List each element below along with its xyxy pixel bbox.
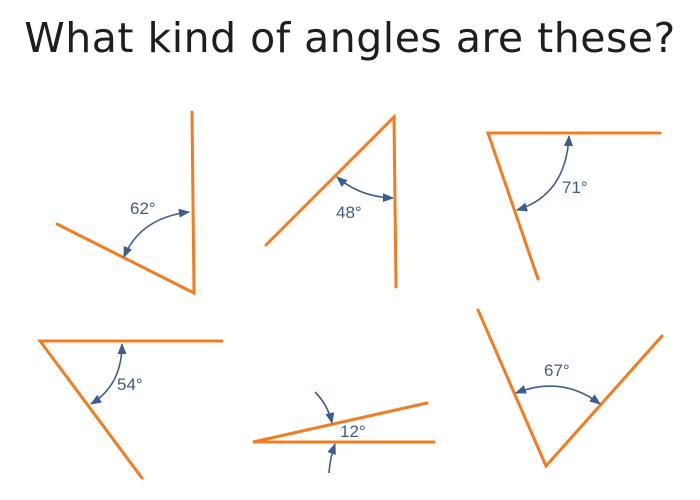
angle-48: 48°: [264, 113, 398, 289]
angle-rays: [485, 131, 662, 281]
angle-arc: [336, 176, 395, 203]
angle-67: 67°: [476, 308, 664, 469]
angle-rays: [264, 113, 398, 289]
angle-rays: [476, 308, 664, 469]
angle-arc: [90, 342, 127, 405]
angle-arc: [514, 385, 601, 405]
page-title: What kind of angles are these?: [24, 14, 676, 62]
angle-arc: [515, 134, 573, 212]
angle-arc-upper: [314, 391, 335, 425]
angle-62: 62°: [55, 110, 196, 296]
angle-54: 54°: [37, 339, 224, 480]
angle-rays: [252, 401, 436, 444]
angle-12: 12°: [252, 391, 436, 474]
angle-arc-lower: [327, 442, 336, 474]
angle-label: 12°: [340, 422, 366, 441]
angle-71: 71°: [485, 131, 662, 281]
angle-label: 62°: [130, 199, 156, 218]
angle-label: 54°: [117, 375, 143, 394]
angle-label: 67°: [544, 361, 570, 380]
angle-rays: [37, 339, 224, 480]
angle-arc: [123, 208, 191, 259]
angle-label: 71°: [562, 178, 588, 197]
angle-rays: [55, 110, 196, 296]
angle-label: 48°: [336, 203, 362, 222]
